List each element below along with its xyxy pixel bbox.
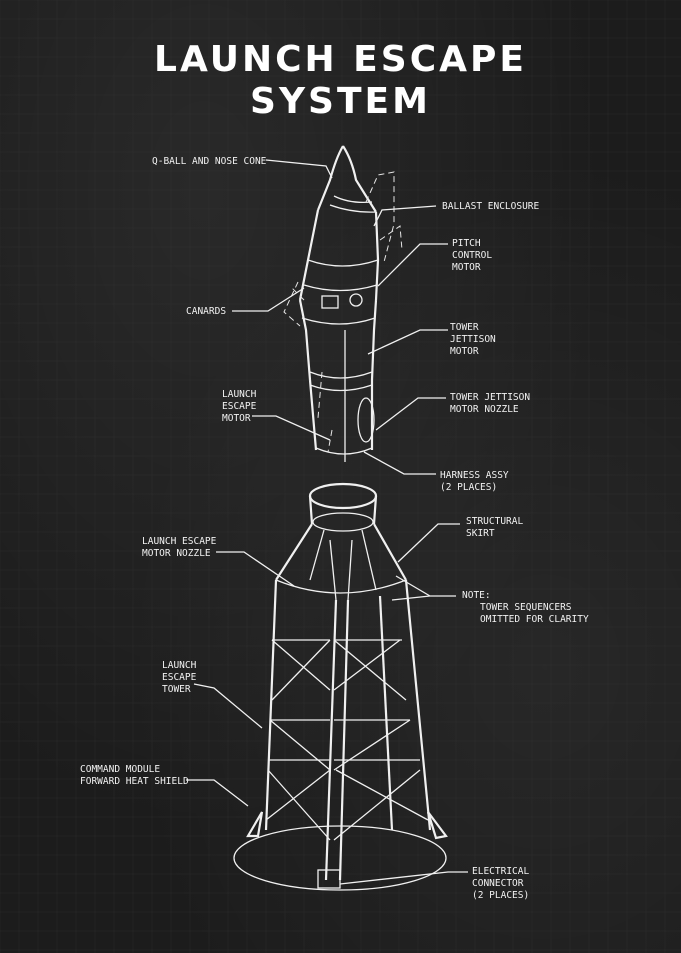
label-tj-nozzle-1: TOWER JETTISON <box>450 392 530 403</box>
label-cm-2: FORWARD HEAT SHIELD <box>80 776 189 787</box>
title-line-1: LAUNCH ESCAPE <box>154 39 527 80</box>
label-qball: Q-BALL AND NOSE CONE <box>152 156 267 167</box>
tower-top-ring <box>308 482 378 510</box>
label-le-motor-3: MOTOR <box>222 413 251 424</box>
label-pitch-3: MOTOR <box>452 262 481 273</box>
canard-outline <box>283 281 305 327</box>
heat-shield-outline <box>233 825 447 891</box>
label-skirt-2: SKIRT <box>466 528 495 539</box>
escape-tower <box>233 482 448 891</box>
label-tower-jettison-2: JETTISON <box>450 334 496 345</box>
label-tower-3: TOWER <box>162 684 191 695</box>
label-skirt-1: STRUCTURAL <box>466 516 523 527</box>
label-tower-jettison-1: TOWER <box>450 322 479 333</box>
motor-body-lower <box>308 379 374 451</box>
structural-skirt <box>275 523 407 581</box>
label-tower-jettison-3: MOTOR <box>450 346 479 357</box>
tower-leg-front <box>324 599 338 881</box>
ballast-enclosure-outline <box>365 171 395 263</box>
label-canards: CANARDS <box>186 306 226 317</box>
label-pitch-1: PITCH <box>452 238 481 249</box>
tower-leg-left <box>264 579 278 831</box>
callout-labels: Q-BALL AND NOSE CONE BALLAST ENCLOSURE P… <box>80 156 589 901</box>
label-le-nozzle-2: MOTOR NOZZLE <box>142 548 211 559</box>
label-electrical-3: (2 PLACES) <box>472 890 529 901</box>
label-le-nozzle-1: LAUNCH ESCAPE <box>142 536 217 547</box>
label-note-1: NOTE: <box>462 590 491 601</box>
label-tower-1: LAUNCH <box>162 660 197 671</box>
motor-body-mid <box>298 299 378 381</box>
leader-lines <box>186 159 468 885</box>
label-note-3: OMITTED FOR CLARITY <box>480 614 589 625</box>
label-le-motor-2: ESCAPE <box>222 401 257 412</box>
label-electrical-2: CONNECTOR <box>472 878 524 889</box>
label-electrical-1: ELECTRICAL <box>472 866 529 877</box>
label-note-2: TOWER SEQUENCERS <box>480 602 572 613</box>
label-cm-1: COMMAND MODULE <box>80 764 160 775</box>
title-line-2: SYSTEM <box>250 81 431 122</box>
label-pitch-2: CONTROL <box>452 250 492 261</box>
label-tower-2: ESCAPE <box>162 672 197 683</box>
escape-motor-assembly <box>283 145 403 462</box>
label-le-motor-1: LAUNCH <box>222 389 257 400</box>
label-tj-nozzle-2: MOTOR NOZZLE <box>450 404 519 415</box>
label-ballast: BALLAST ENCLOSURE <box>442 201 540 212</box>
nose-cone <box>316 145 377 213</box>
tower-leg-right <box>404 579 432 831</box>
label-harness-2: (2 PLACES) <box>440 482 497 493</box>
label-harness-1: HARNESS ASSY <box>440 470 509 481</box>
